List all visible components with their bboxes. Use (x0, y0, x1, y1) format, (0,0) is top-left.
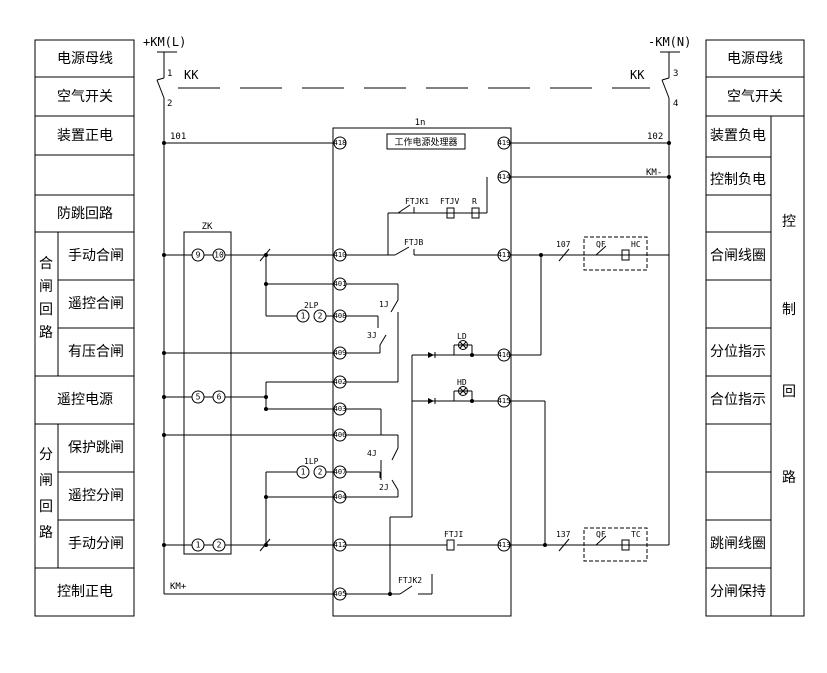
relay-ftjv: FTJV (440, 197, 459, 206)
right-row-open-indicator: 分位指示 (710, 344, 766, 360)
right-row-close-coil: 合闸线圈 (710, 248, 766, 264)
left-row-manual-close: 手动合闸 (68, 248, 124, 264)
pin-412: 412 (334, 541, 347, 549)
left-row-remote-power: 遥控电源 (57, 392, 113, 408)
lp2-terminal-1: 1 (301, 312, 306, 321)
km-plus-label: KM+ (170, 582, 187, 592)
zk-box (183, 231, 232, 555)
plate-2lp-label: 2LP (304, 301, 319, 310)
zk-label: ZK (202, 222, 213, 232)
pin-410: 410 (334, 251, 347, 259)
qf-close-label: QF (596, 240, 606, 249)
right-row-control-negative: 控制负电 (710, 172, 766, 188)
wire-101-label: 101 (170, 132, 186, 142)
control-loop-char-4: 路 (782, 470, 796, 486)
wire-102-label: 102 (647, 132, 663, 142)
open-group-char-1: 分 (39, 447, 53, 463)
left-row-protection-trip: 保护跳闸 (68, 440, 124, 456)
pin-409: 409 (334, 349, 347, 357)
pin-405: 405 (334, 590, 347, 598)
close-group-char-3: 回 (39, 302, 53, 318)
pin-416: 416 (498, 351, 511, 359)
close-group-char-1: 合 (39, 256, 53, 272)
zk-terminal-6: 6 (217, 393, 222, 402)
relay-4j: 4J (367, 449, 377, 458)
plate-1lp-label: 1LP (304, 457, 319, 466)
terminal-1: 1 (167, 69, 172, 79)
pin-407: 407 (334, 468, 347, 476)
relay-2j: 2J (379, 483, 389, 492)
kk-left-label: KK (184, 68, 199, 82)
zk-terminal-2: 2 (217, 541, 222, 550)
zk-terminal-10: 10 (214, 251, 224, 260)
pin-419: 419 (498, 139, 511, 147)
left-row-control-positive: 控制正电 (57, 584, 113, 600)
left-row-power-bus: 电源母线 (57, 51, 113, 67)
pin-406: 406 (334, 431, 347, 439)
pin-415: 415 (498, 397, 511, 405)
relay-ftjk1: FTJK1 (405, 197, 429, 206)
kk-right-label: KK (630, 68, 645, 82)
zk-terminal-9: 9 (196, 251, 201, 260)
left-row-manual-open: 手动分闸 (68, 536, 124, 552)
lp1-terminal-2: 2 (318, 468, 323, 477)
close-group-char-4: 路 (39, 325, 53, 341)
tc-label: TC (631, 530, 641, 539)
right-row-air-switch: 空气开关 (727, 89, 783, 105)
open-group-char-2: 闸 (39, 473, 53, 489)
hc-label: HC (631, 240, 641, 249)
terminal-2: 2 (167, 99, 172, 109)
right-row-trip-coil: 跳闸线圈 (710, 536, 766, 552)
left-row-device-positive: 装置正电 (57, 128, 113, 144)
pin-403: 403 (334, 405, 347, 413)
bus-left-label: +KM(L) (143, 35, 186, 49)
qf-trip-label: QF (596, 530, 606, 539)
relay-ftji: FTJI (444, 530, 463, 539)
device-name: 1n (415, 118, 426, 128)
relay-r: R (472, 197, 477, 206)
right-row-closed-indicator: 合位指示 (710, 392, 766, 408)
lamp-hd-label: HD (457, 378, 467, 387)
km-minus-label: KM- (646, 168, 662, 178)
terminal-3: 3 (673, 69, 678, 79)
power-box-label: 工作电源处理器 (394, 136, 457, 148)
zk-terminal-1: 1 (196, 541, 201, 550)
pin-401: 401 (334, 280, 347, 288)
pin-414: 414 (498, 173, 511, 181)
close-group-char-2: 闸 (39, 279, 53, 295)
lamp-ld-label: LD (457, 332, 467, 341)
left-row-air-switch: 空气开关 (57, 89, 113, 105)
left-row-remote-close: 遥控合闸 (68, 296, 124, 312)
pin-418: 418 (334, 139, 347, 147)
device-box (332, 127, 512, 617)
control-loop-char-3: 回 (782, 384, 796, 400)
wire-137-label: 137 (556, 530, 571, 539)
right-row-power-bus: 电源母线 (727, 51, 783, 67)
bus-right-label: -KM(N) (648, 35, 691, 49)
left-row-voltage-close: 有压合闸 (68, 344, 124, 360)
right-row-open-hold: 分闸保持 (710, 584, 766, 600)
left-row-anti-jump: 防跳回路 (57, 206, 113, 222)
terminal-4: 4 (673, 99, 678, 109)
pin-413: 413 (498, 541, 511, 549)
pin-402: 402 (334, 378, 347, 386)
right-row-device-negative: 装置负电 (710, 128, 766, 144)
left-row-remote-open: 遥控分闸 (68, 488, 124, 504)
lp2-terminal-2: 2 (318, 312, 323, 321)
zk-terminal-5: 5 (196, 393, 201, 402)
open-group-char-3: 回 (39, 499, 53, 515)
wire-107-label: 107 (556, 240, 571, 249)
open-group-char-4: 路 (39, 525, 53, 541)
pin-404: 404 (334, 493, 347, 501)
control-loop-char-2: 制 (782, 302, 796, 318)
lp1-terminal-1: 1 (301, 468, 306, 477)
pin-408: 408 (334, 312, 347, 320)
relay-3j: 3J (367, 331, 377, 340)
relay-ftjk2: FTJK2 (398, 576, 422, 585)
relay-ftjb: FTJB (404, 238, 423, 247)
pin-411: 411 (498, 251, 511, 259)
control-loop-char-1: 控 (782, 214, 796, 230)
relay-1j: 1J (379, 300, 389, 309)
